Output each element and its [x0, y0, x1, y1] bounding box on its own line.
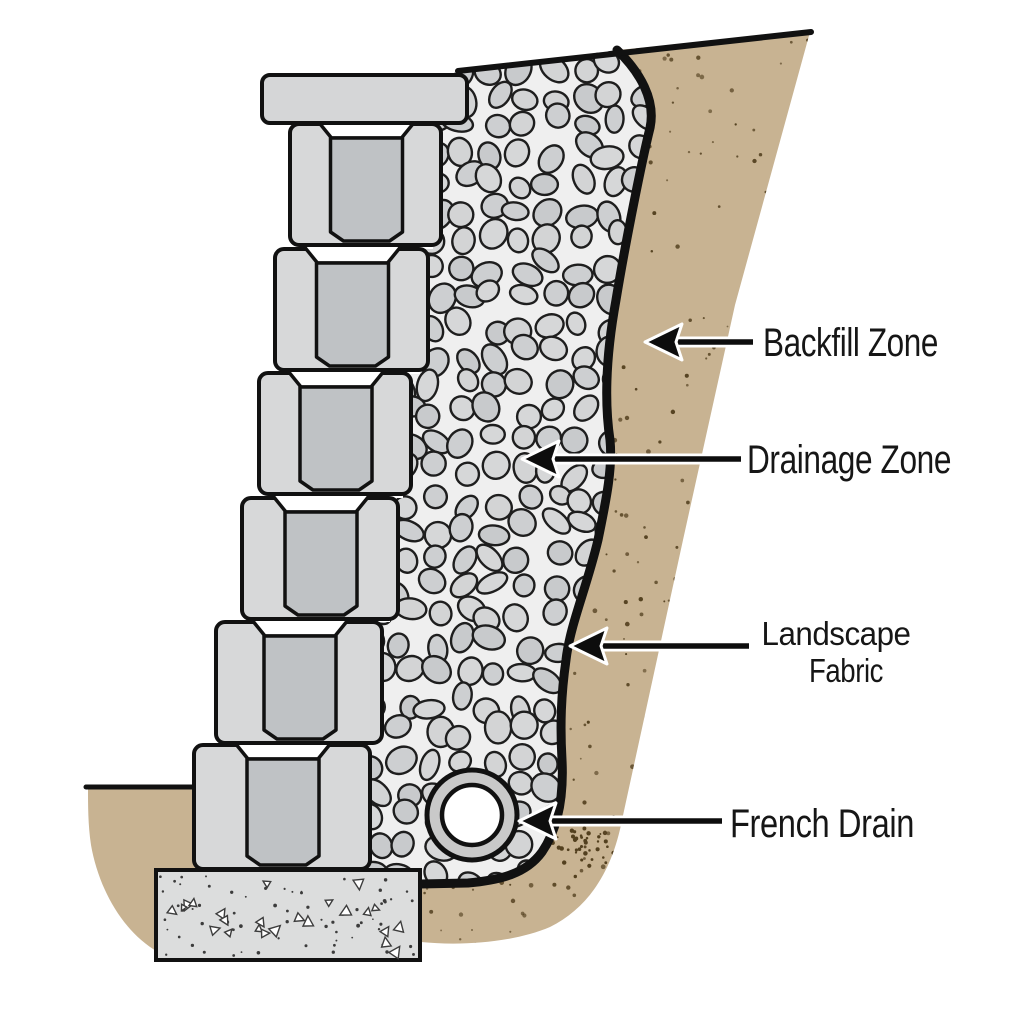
annotation-backfill-zone: Backfill Zone — [643, 321, 939, 365]
wall-cap-block — [260, 73, 469, 125]
label-landscape-fabric-line1: Landscape — [762, 615, 911, 652]
concrete-footing — [154, 868, 422, 962]
label-drainage-zone: Drainage Zone — [747, 438, 951, 482]
annotation-landscape-fabric: Landscape Fabric — [568, 615, 911, 689]
french-arrowhead-icon — [517, 801, 558, 841]
wall-blocks — [192, 73, 469, 871]
front-ground-wedge — [88, 787, 200, 952]
footing-texture — [159, 875, 415, 960]
wall-block-1 — [192, 740, 372, 871]
label-backfill-zone: Backfill Zone — [763, 321, 938, 365]
wall-block-4 — [257, 368, 413, 496]
french-drain-pipe — [424, 767, 520, 863]
grade-top-line — [455, 29, 814, 74]
annotations: Backfill Zone Drainage Zone Landscape Fa… — [517, 321, 952, 846]
label-french-drain: French Drain — [730, 802, 914, 846]
wall-block-5 — [273, 244, 430, 372]
annotation-drainage-zone: Drainage Zone — [520, 438, 952, 482]
backfill-arrowhead-icon — [643, 322, 684, 362]
drainage-arrowhead-icon — [520, 439, 561, 479]
wall-block-3 — [240, 493, 400, 621]
annotation-french-drain: French Drain — [517, 801, 915, 846]
pipe-bore — [439, 782, 505, 848]
fabric-arrowhead-icon — [568, 626, 609, 666]
backfill-soil-region — [420, 32, 810, 944]
label-landscape-fabric-line2: Fabric — [809, 652, 883, 689]
footing-slab — [154, 868, 422, 962]
wall-block-6 — [288, 119, 443, 247]
wall-block-2 — [214, 617, 384, 745]
